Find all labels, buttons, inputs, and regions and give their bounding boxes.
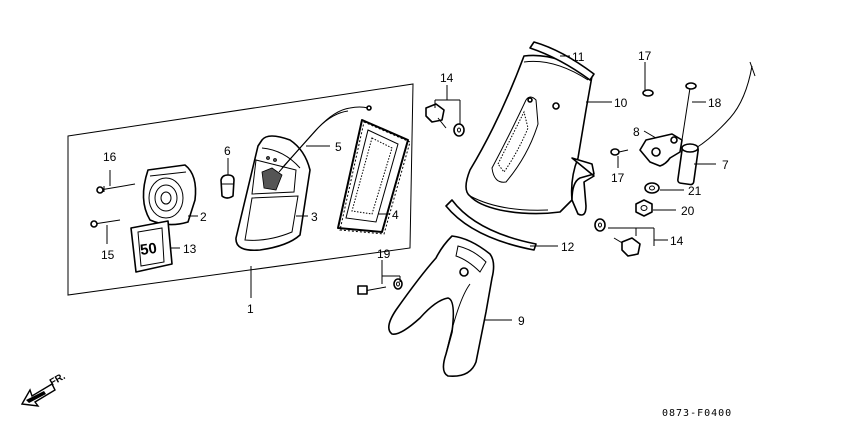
callout-16: 16 [103, 150, 117, 164]
bolt-14-top [425, 103, 465, 137]
assembly-box [67, 83, 414, 296]
bulb-6 [220, 174, 235, 199]
strip-11 [529, 41, 595, 81]
screw-15 [90, 219, 121, 228]
callout-21: 21 [688, 184, 702, 198]
emblem-text: 50 [139, 240, 158, 259]
screw-17-top [642, 70, 654, 97]
callout-11: 11 [572, 50, 585, 64]
wire-5 [278, 105, 372, 173]
strip-12 [445, 199, 537, 251]
callout-12: 12 [561, 240, 575, 254]
callout-6: 6 [224, 144, 231, 158]
callout-14-top: 14 [440, 71, 454, 85]
cover-10 [465, 54, 595, 216]
callout-10: 10 [614, 96, 628, 110]
screw-17-lower [610, 148, 629, 156]
washer-21 [644, 182, 660, 194]
screw-19 [357, 278, 403, 295]
callout-19: 19 [377, 247, 391, 261]
bolt-18 [681, 82, 697, 141]
callout-2: 2 [200, 210, 207, 224]
callout-15: 15 [101, 248, 115, 262]
screw-16 [96, 183, 136, 194]
cable-7 [677, 61, 756, 186]
callout-17-lower: 17 [611, 171, 625, 185]
callout-4: 4 [392, 208, 399, 222]
gasket-4 [337, 119, 411, 235]
callout-8: 8 [633, 125, 640, 139]
callout-20: 20 [681, 204, 695, 218]
lower-cover-9 [388, 235, 495, 378]
housing-3 [235, 135, 311, 252]
leader-14-top [434, 85, 461, 124]
front-label: FR. [48, 371, 68, 389]
callout-13: 13 [183, 242, 197, 256]
callout-18: 18 [708, 96, 722, 110]
callout-1: 1 [247, 302, 254, 316]
bracket-8 [639, 133, 683, 167]
callout-5: 5 [335, 140, 342, 154]
callout-17-top: 17 [638, 49, 652, 63]
emblem-13: 50 [130, 220, 173, 273]
callout-7: 7 [722, 158, 729, 172]
callout-3: 3 [311, 210, 318, 224]
front-arrow-icon [20, 383, 56, 407]
lens-2 [142, 164, 197, 226]
leader-19 [381, 260, 401, 284]
bolt-14-lower [594, 218, 641, 257]
nut-20 [635, 199, 653, 217]
leader-8 [643, 130, 657, 139]
callout-9: 9 [518, 314, 525, 328]
callout-14-lower: 14 [670, 234, 684, 248]
leader-14-lower [608, 227, 668, 246]
diagram-code: 0873-F0400 [662, 408, 732, 419]
